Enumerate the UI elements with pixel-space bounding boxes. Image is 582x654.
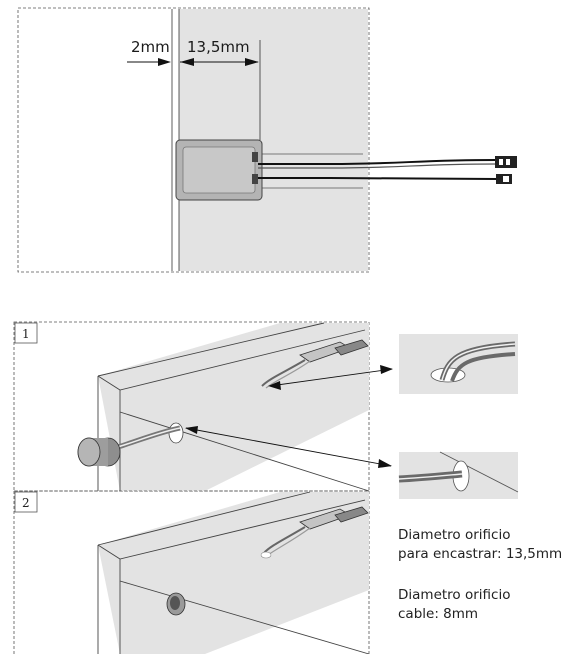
cable-lower <box>258 177 498 180</box>
table-top-shade-1 <box>98 323 369 491</box>
step-2-view: 2 <box>13 490 370 654</box>
cable-diameter-note: Diametro orificio cable: 8mm <box>398 586 510 624</box>
pointer-head-top-right <box>380 365 393 374</box>
cable-upper <box>258 159 497 165</box>
sensor-device-face <box>182 146 256 194</box>
apron-hole <box>168 422 184 444</box>
step-2-number: 2 <box>22 496 30 510</box>
table2-device-connector <box>334 506 369 523</box>
hole-note-line-2: para encastrar: 13,5mm <box>398 546 563 562</box>
pointer-head-bottom-right <box>378 459 392 468</box>
width-label: 13,5mm <box>187 38 250 56</box>
table-device-connector <box>334 339 369 356</box>
cable-note-line-1: Diametro orificio <box>398 587 511 603</box>
table-top-shade-2 <box>98 492 369 654</box>
table2-top-hole <box>260 551 272 559</box>
gap-arrow-head <box>158 58 171 66</box>
sensor-cable-highlight <box>117 427 181 448</box>
installed-sensor-center <box>170 596 180 610</box>
step-2-badge <box>14 491 38 513</box>
table2-apron <box>119 580 370 654</box>
connector-lower-pin <box>503 176 509 182</box>
step-1-badge <box>14 322 38 344</box>
detail-surface-line <box>439 451 519 493</box>
device-slot-upper <box>252 152 258 162</box>
pointer-line-top <box>269 368 393 387</box>
detail-inset-top <box>399 334 518 394</box>
top-dimension-view: 2mm 13,5mm <box>17 7 517 273</box>
width-arrow-head-right <box>245 58 259 66</box>
detail-cable-bottom-hl <box>398 473 463 480</box>
detail-inset-bottom <box>398 451 519 499</box>
table2-edge-back <box>97 491 311 546</box>
connector-upper-pin-2 <box>506 159 510 165</box>
push-sensor-front <box>77 437 101 467</box>
cable-note-line-2: cable: 8mm <box>398 606 479 622</box>
step-1-view: 1 <box>13 321 393 492</box>
pointer-head-bottom-left <box>185 426 198 434</box>
detail-cable-top-2 <box>450 352 516 382</box>
step-1-number: 1 <box>22 327 30 341</box>
table-edge-back <box>97 322 325 377</box>
pointer-line-bottom <box>185 427 392 467</box>
cable-upper-2 <box>258 163 497 169</box>
top-frame <box>17 7 370 273</box>
hole-diameter-note: Diametro orificio para encastrar: 13,5mm <box>398 526 562 564</box>
device-slot-lower <box>252 174 258 184</box>
gap-label: 2mm <box>131 38 170 56</box>
table2-device-cable <box>263 526 306 554</box>
pointer-head-top-left <box>268 381 281 390</box>
width-arrow-head-left <box>180 58 194 66</box>
table-apron <box>119 411 370 492</box>
connector-upper-pin-1 <box>499 159 503 165</box>
hole-note-line-1: Diametro orificio <box>398 527 511 543</box>
detail-cable-top-hl <box>441 343 516 381</box>
table-device-cable <box>261 359 306 387</box>
